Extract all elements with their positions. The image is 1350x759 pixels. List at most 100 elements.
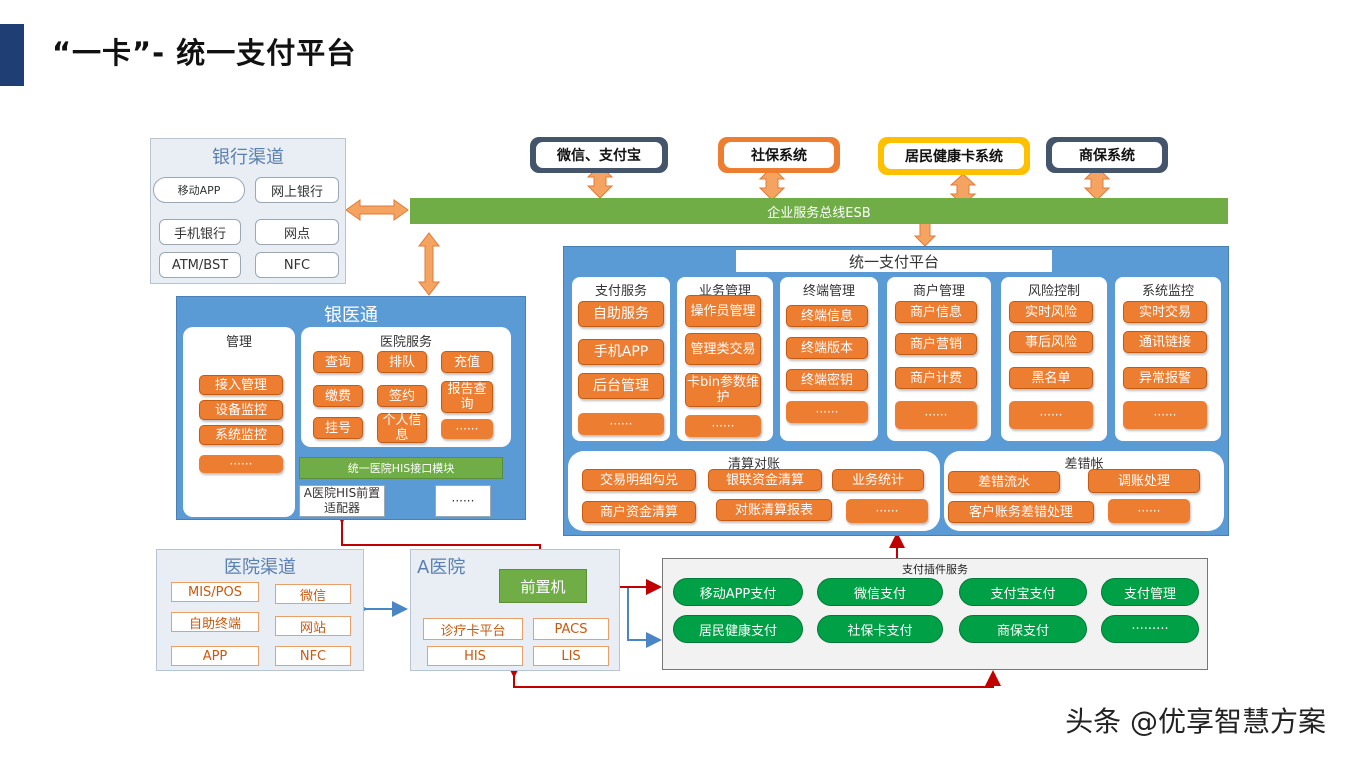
- hc-app[interactable]: APP: [171, 646, 259, 666]
- sys-wechat-alipay[interactable]: 微信、支付宝: [536, 142, 662, 168]
- hc-mis-pos[interactable]: MIS/POS: [171, 582, 259, 602]
- biz-operator[interactable]: 操作员管理: [685, 295, 761, 327]
- hs-more[interactable]: ······: [441, 419, 493, 439]
- management-title: 管理: [225, 335, 252, 350]
- hospital-service-box: 医院服务 查询 排队 充值 缴费 签约 报告查询 挂号 个人信息 ······: [301, 327, 511, 447]
- hospital-channel-panel: 医院渠道 MIS/POS 微信 自助终端 网站 APP NFC: [156, 549, 364, 671]
- biz-mgmt-trade[interactable]: 管理类交易: [685, 333, 761, 365]
- merchant-info[interactable]: 商户信息: [895, 301, 977, 323]
- err-customer-account[interactable]: 客户账务差错处理: [948, 501, 1094, 523]
- front-plugin-link-bottom: [627, 587, 662, 648]
- mgmt-system-monitor[interactable]: 系统监控: [199, 425, 283, 445]
- page-title: “一卡”- 统一支付平台: [52, 36, 357, 70]
- clear-report[interactable]: 对账清算报表: [716, 499, 832, 521]
- term-version[interactable]: 终端版本: [786, 337, 868, 359]
- risk-blacklist[interactable]: 黑名单: [1009, 367, 1093, 389]
- col-system-monitor: 系统监控 实时交易 通讯链接 异常报警 ······: [1115, 277, 1221, 441]
- hospital-channel-title: 医院渠道: [224, 557, 296, 578]
- sys-commercial-insurance[interactable]: 商保系统: [1052, 142, 1162, 168]
- hc-website[interactable]: 网站: [275, 616, 351, 636]
- clear-detail-check[interactable]: 交易明细勾兑: [582, 469, 696, 491]
- err-more[interactable]: ······: [1108, 499, 1190, 523]
- esb-bus[interactable]: 企业服务总线ESB: [410, 198, 1228, 224]
- col-business-mgmt: 业务管理 操作员管理 管理类交易 卡bin参数维护 ······: [677, 277, 773, 441]
- bank-channel-panel: 银行渠道 移动APP 网上银行 手机银行 网点 ATM/BST NFC: [150, 138, 346, 284]
- mgmt-device-monitor[interactable]: 设备监控: [199, 400, 283, 420]
- ha-card-platform[interactable]: 诊疗卡平台: [423, 618, 523, 640]
- title-accent-bar: [0, 24, 24, 86]
- term-info[interactable]: 终端信息: [786, 305, 868, 327]
- plugin-commercial-pay[interactable]: 商保支付: [959, 615, 1087, 643]
- bank-channel-title: 银行渠道: [212, 147, 284, 168]
- plugin-alipay[interactable]: 支付宝支付: [959, 578, 1087, 606]
- hospital-a-panel: A医院 前置机 诊疗卡平台 PACS HIS LIS: [410, 549, 620, 671]
- yinyitong-panel: 银医通 管理 接入管理 设备监控 系统监控 ······ 医院服务 查询 排队 …: [176, 296, 526, 520]
- hs-recharge[interactable]: 充值: [441, 351, 493, 373]
- risk-postevent[interactable]: 事后风险: [1009, 331, 1093, 353]
- his-adapter[interactable]: A医院HIS前置适配器: [299, 485, 385, 517]
- hs-personal-info[interactable]: 个人信息: [377, 413, 427, 443]
- clear-merchant-funds[interactable]: 商户资金清算: [582, 501, 696, 523]
- mgmt-more[interactable]: ······: [199, 455, 283, 473]
- pay-self-service[interactable]: 自助服务: [578, 301, 664, 327]
- pay-backend[interactable]: 后台管理: [578, 373, 664, 399]
- col-terminal-mgmt-title: 终端管理: [802, 284, 855, 299]
- biz-card-bin[interactable]: 卡bin参数维护: [685, 373, 761, 407]
- hospital-plugin-bottom-link: [506, 662, 1001, 688]
- mon-alarm[interactable]: 异常报警: [1123, 367, 1207, 389]
- biz-more[interactable]: ······: [685, 415, 761, 437]
- pay-more[interactable]: ······: [578, 413, 664, 435]
- mon-comm-link[interactable]: 通讯链接: [1123, 331, 1207, 353]
- merchant-billing[interactable]: 商户计费: [895, 367, 977, 389]
- err-adjust[interactable]: 调账处理: [1088, 469, 1200, 493]
- bank-item-nfc[interactable]: NFC: [255, 252, 339, 278]
- merchant-more[interactable]: ······: [895, 401, 977, 429]
- hs-sign[interactable]: 签约: [377, 385, 427, 407]
- hs-payment[interactable]: 缴费: [313, 385, 363, 407]
- clear-more[interactable]: ······: [846, 499, 928, 523]
- bank-item-atm[interactable]: ATM/BST: [159, 252, 241, 278]
- hospital-a-title: A医院: [417, 557, 466, 578]
- hs-register[interactable]: 挂号: [313, 417, 363, 439]
- plugin-pay-mgmt[interactable]: 支付管理: [1101, 578, 1199, 606]
- plugin-health-pay[interactable]: 居民健康支付: [673, 615, 803, 643]
- bank-item-branch[interactable]: 网点: [255, 219, 339, 245]
- risk-more[interactable]: ······: [1009, 401, 1093, 429]
- col-merchant-mgmt: 商户管理 商户信息 商户营销 商户计费 ······: [887, 277, 991, 441]
- hc-self-terminal[interactable]: 自助终端: [171, 612, 259, 632]
- plugin-more[interactable]: ·········: [1101, 615, 1199, 643]
- bank-item-mobile-app[interactable]: 移动APP: [153, 177, 245, 203]
- hs-queue[interactable]: 排队: [377, 351, 427, 373]
- hc-wechat[interactable]: 微信: [275, 584, 351, 604]
- mgmt-access[interactable]: 接入管理: [199, 375, 283, 395]
- clear-unionpay[interactable]: 银联资金清算: [708, 469, 822, 491]
- merchant-marketing[interactable]: 商户营销: [895, 333, 977, 355]
- risk-realtime[interactable]: 实时风险: [1009, 301, 1093, 323]
- clearing-box: 清算对账 交易明细勾兑 银联资金清算 业务统计 商户资金清算 对账清算报表 ··…: [568, 451, 940, 531]
- pay-mobile-app[interactable]: 手机APP: [578, 339, 664, 365]
- clear-stats[interactable]: 业务统计: [832, 469, 924, 491]
- hs-query[interactable]: 查询: [313, 351, 363, 373]
- term-more[interactable]: ······: [786, 401, 868, 423]
- error-account-box: 差错帐 差错流水 调账处理 客户账务差错处理 ······: [944, 451, 1224, 531]
- bank-item-online-bank[interactable]: 网上银行: [255, 177, 339, 203]
- front-end-machine[interactable]: 前置机: [499, 569, 587, 603]
- ha-his[interactable]: HIS: [427, 646, 523, 666]
- ha-pacs[interactable]: PACS: [533, 618, 609, 640]
- sys-health-card[interactable]: 居民健康卡系统: [884, 143, 1024, 169]
- adapter-more[interactable]: ······: [435, 485, 491, 517]
- mon-more[interactable]: ······: [1123, 401, 1207, 429]
- plugin-wechat-pay[interactable]: 微信支付: [817, 578, 943, 606]
- hs-report-query[interactable]: 报告查询: [441, 381, 493, 413]
- ha-lis[interactable]: LIS: [533, 646, 609, 666]
- hc-nfc[interactable]: NFC: [275, 646, 351, 666]
- col-risk-control-title: 风险控制: [1027, 284, 1080, 299]
- bank-item-mobile-bank[interactable]: 手机银行: [159, 219, 241, 245]
- mon-realtime-trade[interactable]: 实时交易: [1123, 301, 1207, 323]
- his-interface-module[interactable]: 统一医院HIS接口模块: [299, 457, 503, 479]
- sys-social-security[interactable]: 社保系统: [724, 142, 834, 168]
- plugin-social-card-pay[interactable]: 社保卡支付: [817, 615, 943, 643]
- term-key[interactable]: 终端密钥: [786, 369, 868, 391]
- err-flow[interactable]: 差错流水: [948, 471, 1060, 493]
- plugin-mobile-app-pay[interactable]: 移动APP支付: [673, 578, 803, 606]
